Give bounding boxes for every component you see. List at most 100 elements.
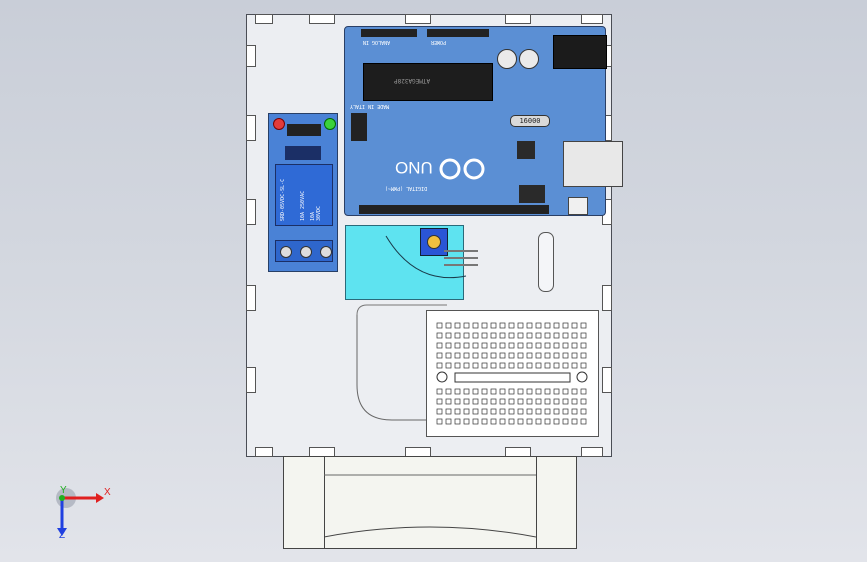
capacitor bbox=[497, 49, 517, 69]
breadboard-hole bbox=[445, 418, 452, 425]
breadboard-hole bbox=[544, 388, 551, 395]
breadboard-hole bbox=[463, 388, 470, 395]
breadboard-hole bbox=[562, 362, 569, 369]
breadboard-hole bbox=[544, 418, 551, 425]
breadboard-hole bbox=[463, 332, 470, 339]
mini-breadboard[interactable] bbox=[426, 310, 599, 437]
relay-pin-header bbox=[287, 124, 321, 136]
reset-button[interactable] bbox=[568, 197, 588, 215]
breadboard-hole bbox=[580, 408, 587, 415]
breadboard-hole bbox=[499, 418, 506, 425]
relay-module[interactable]: SRD-05VDC-SL-C 10A 250VAC 10A 30VDC bbox=[268, 113, 338, 272]
breadboard-hole bbox=[508, 342, 515, 349]
breadboard-hole bbox=[481, 352, 488, 359]
breadboard-hole bbox=[508, 418, 515, 425]
breadboard-hole bbox=[445, 342, 452, 349]
breadboard-hole bbox=[553, 352, 560, 359]
breadboard-hole bbox=[499, 362, 506, 369]
breadboard-hole bbox=[571, 342, 578, 349]
usb-port[interactable] bbox=[563, 141, 623, 187]
relay-transistor bbox=[285, 146, 321, 160]
breadboard-hole bbox=[562, 418, 569, 425]
breadboard-hole bbox=[562, 322, 569, 329]
terminal-screw[interactable] bbox=[320, 246, 332, 258]
breadboard-hole bbox=[481, 398, 488, 405]
breadboard-mount-hole bbox=[576, 371, 588, 383]
breadboard-hole bbox=[445, 332, 452, 339]
breadboard-hole bbox=[454, 408, 461, 415]
breadboard-hole bbox=[490, 332, 497, 339]
breadboard-hole bbox=[454, 362, 461, 369]
enclosure-notch bbox=[505, 14, 531, 24]
arduino-uno-board[interactable]: ANALOG IN POWER ATMEGA328P MADE IN ITALY… bbox=[344, 26, 623, 216]
icsp-header bbox=[351, 113, 367, 141]
enclosure-notch bbox=[246, 285, 256, 311]
breadboard-hole bbox=[553, 408, 560, 415]
breadboard-hole bbox=[481, 332, 488, 339]
breadboard-hole bbox=[526, 388, 533, 395]
breadboard-mount-hole bbox=[436, 371, 448, 383]
breadboard-hole bbox=[508, 398, 515, 405]
terminal-screw[interactable] bbox=[300, 246, 312, 258]
breadboard-hole bbox=[571, 388, 578, 395]
axis-y-label: Y bbox=[60, 485, 67, 496]
enclosure-notch bbox=[246, 367, 256, 393]
breadboard-hole bbox=[472, 322, 479, 329]
breadboard-hole bbox=[553, 362, 560, 369]
breadboard-hole bbox=[517, 352, 524, 359]
breadboard-hole bbox=[463, 408, 470, 415]
breadboard-hole bbox=[445, 408, 452, 415]
cooling-fan[interactable] bbox=[283, 456, 577, 549]
breadboard-hole bbox=[472, 332, 479, 339]
breadboard-hole bbox=[481, 408, 488, 415]
enclosure-notch bbox=[255, 447, 273, 457]
breadboard-hole bbox=[535, 342, 542, 349]
breadboard-hole bbox=[517, 398, 524, 405]
breadboard-hole bbox=[535, 332, 542, 339]
breadboard-hole bbox=[553, 332, 560, 339]
axis-triad bbox=[56, 488, 104, 536]
enclosure-notch bbox=[602, 367, 612, 393]
breadboard-holes bbox=[436, 322, 588, 425]
breadboard-hole bbox=[463, 322, 470, 329]
sensor-pins bbox=[444, 248, 478, 268]
breadboard-hole bbox=[463, 362, 470, 369]
breadboard-hole bbox=[517, 408, 524, 415]
breadboard-hole bbox=[526, 322, 533, 329]
breadboard-hole bbox=[472, 352, 479, 359]
breadboard-hole bbox=[445, 398, 452, 405]
breadboard-hole bbox=[499, 388, 506, 395]
breadboard-hole bbox=[571, 352, 578, 359]
breadboard-hole bbox=[454, 418, 461, 425]
breadboard-hole bbox=[445, 322, 452, 329]
breadboard-hole bbox=[580, 418, 587, 425]
breadboard-hole bbox=[535, 322, 542, 329]
breadboard-hole bbox=[499, 342, 506, 349]
breadboard-hole bbox=[526, 362, 533, 369]
breadboard-hole bbox=[454, 342, 461, 349]
breadboard-hole bbox=[436, 398, 443, 405]
breadboard-hole bbox=[535, 352, 542, 359]
breadboard-hole bbox=[490, 352, 497, 359]
potentiometer-knob-icon bbox=[427, 235, 441, 249]
relay-body-label: SRD-05VDC-SL-C bbox=[280, 178, 286, 221]
breadboard-hole bbox=[481, 418, 488, 425]
breadboard-hole bbox=[436, 342, 443, 349]
relay-rating: 10A 250VAC bbox=[300, 190, 306, 221]
uno-logo-label: UNO bbox=[395, 158, 433, 177]
breadboard-hole bbox=[472, 342, 479, 349]
breadboard-hole bbox=[571, 332, 578, 339]
breadboard-hole bbox=[472, 408, 479, 415]
breadboard-hole bbox=[454, 388, 461, 395]
breadboard-hole bbox=[562, 398, 569, 405]
arduino-logo-icon bbox=[439, 158, 485, 180]
sensor-module[interactable] bbox=[345, 225, 478, 300]
terminal-screw[interactable] bbox=[280, 246, 292, 258]
chip-label: ATMEGA328P bbox=[394, 77, 431, 84]
potentiometer[interactable] bbox=[420, 228, 448, 256]
relay-terminal-block[interactable] bbox=[275, 240, 333, 262]
power-jack[interactable] bbox=[553, 35, 607, 69]
enclosure-notch bbox=[246, 115, 256, 141]
breadboard-hole bbox=[535, 408, 542, 415]
analog-header-label: ANALOG IN bbox=[363, 39, 391, 45]
